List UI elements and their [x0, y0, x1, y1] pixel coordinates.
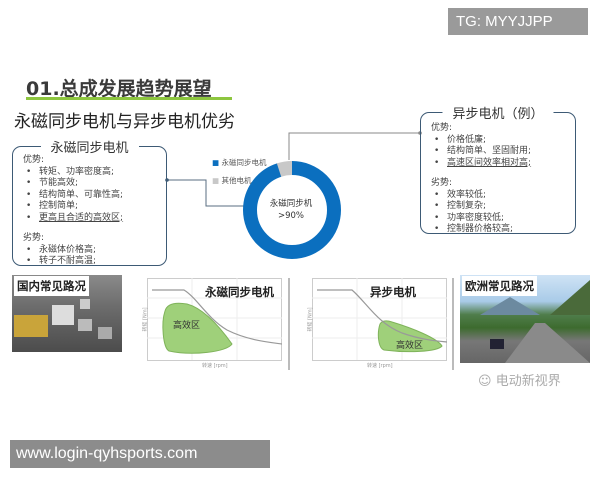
divider — [452, 278, 454, 370]
pmsm-box-title: 永磁同步电机 — [40, 137, 139, 156]
pros-label: 优势: — [23, 155, 45, 165]
list-item: 转子不耐高温; — [23, 256, 156, 268]
list-item: 永磁体价格高; — [23, 245, 156, 257]
motor-share-donut — [243, 161, 341, 259]
zone-label: 高效区 — [396, 341, 424, 351]
chart-graphic — [312, 278, 448, 361]
cons-label: 劣势: — [431, 178, 453, 188]
list-item: 价格低廉; — [431, 135, 565, 147]
list-item: 更高且合适的高效区; — [23, 213, 156, 225]
donut-slice-pmsm — [243, 161, 341, 259]
chart-title: 异步电机 — [370, 285, 416, 299]
x-axis-label: 转速 [rpm] — [367, 363, 393, 369]
async-box-title: 异步电机（例） — [442, 103, 554, 122]
footer-url: www.login-qyhsports.com — [10, 440, 270, 468]
y-axis-label: 转矩 [Nm] — [307, 307, 314, 332]
wechat-icon: ☺ — [478, 374, 492, 389]
legend-label: 永磁同步电机 — [221, 158, 267, 167]
efficiency-zone — [377, 320, 443, 353]
slide-subtitle: 永磁同步电机与异步电机优劣 — [14, 112, 235, 132]
pros-list: 价格低廉; 结构简单、坚固耐用; 高速区间效率相对高; — [431, 135, 565, 170]
channel-badge: TG: MYYJJPP — [448, 8, 588, 35]
y-axis-label: 转矩 [Nm] — [142, 307, 149, 332]
torque-curve — [152, 289, 283, 345]
list-item: 控制简单; — [23, 201, 156, 213]
list-item: 效率较低; — [431, 190, 565, 202]
donut-slice-other — [243, 161, 341, 259]
list-item: 转矩、功率密度高; — [23, 167, 156, 179]
list-item: 功率密度较低; — [431, 213, 565, 225]
legend-pmsm: ■ 永磁同步电机 — [212, 158, 267, 167]
legend-other: ■ 其他电机 — [212, 176, 252, 185]
cons-label: 劣势: — [23, 233, 45, 243]
pros-list: 转矩、功率密度高; 节能高效; 结构简单、可靠性高; 控制简单; 更高且合适的高… — [23, 167, 156, 225]
list-item: 节能高效; — [23, 178, 156, 190]
chart-title: 永磁同步电机 — [205, 285, 274, 299]
x-axis-label: 转速 [rpm] — [202, 363, 228, 369]
watermark-text: 电动新视界 — [495, 374, 561, 389]
efficiency-zone — [162, 302, 233, 354]
list-item: 结构简单、可靠性高; — [23, 190, 156, 202]
list-item: 高速区间效率相对高; — [431, 158, 565, 170]
pros-label: 优势: — [431, 123, 453, 133]
list-item: 控制复杂; — [431, 201, 565, 213]
torque-curve — [317, 289, 448, 343]
slide-title: 01.总成发展趋势展望 — [26, 78, 212, 100]
async-box: 异步电机（例） 优势: 价格低廉; 结构简单、坚固耐用; 高速区间效率相对高; … — [420, 103, 576, 236]
pmsm-box: 永磁同步电机 优势: 转矩、功率密度高; 节能高效; 结构简单、可靠性高; 控制… — [12, 137, 167, 268]
cons-list: 效率较低; 控制复杂; 功率密度较低; 控制器价格较高; — [431, 190, 565, 236]
cons-list: 永磁体价格高; 转子不耐高温; — [23, 245, 156, 268]
list-item: 控制器价格较高; — [431, 224, 565, 236]
title-underline — [26, 97, 232, 100]
photo-europe-label: 欧洲常见路况 — [462, 276, 537, 296]
watermark: ☺ 电动新视界 — [478, 370, 561, 389]
torque-chart-async: 异步电机 高效区 转矩 [Nm] 转速 [rpm] — [308, 278, 448, 369]
divider — [288, 278, 290, 370]
list-item: 结构简单、坚固耐用; — [431, 146, 565, 158]
donut-center-title: 永磁同步机 — [269, 199, 313, 209]
photo-domestic-label: 国内常见路况 — [14, 276, 89, 296]
donut-center-label: 永磁同步机 >90% — [258, 198, 324, 222]
donut-center-value: >90% — [277, 211, 304, 221]
torque-chart-pmsm: 永磁同步电机 高效区 转矩 [Nm] 转速 [rpm] — [143, 278, 283, 369]
zone-label: 高效区 — [173, 321, 201, 331]
legend-label: 其他电机 — [221, 176, 252, 185]
chart-graphic — [147, 278, 283, 361]
